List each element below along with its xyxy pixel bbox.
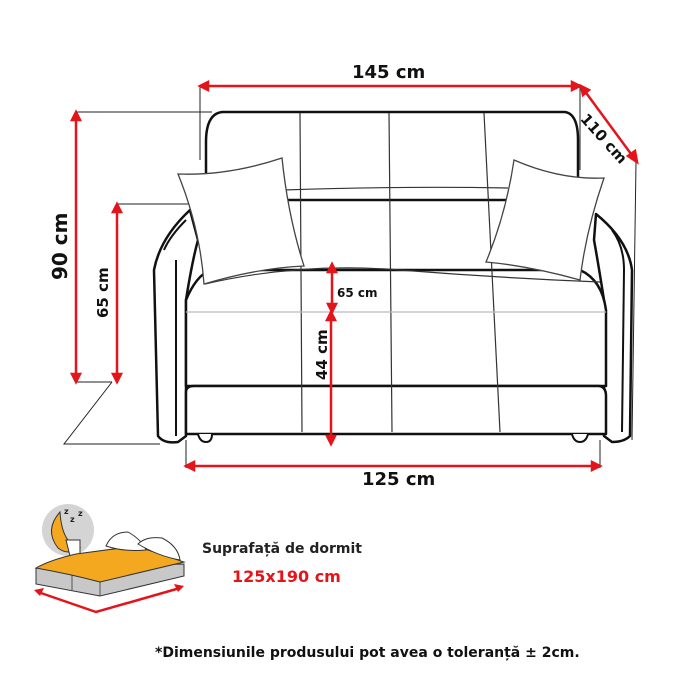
dimension-total-height: 90 cm (48, 212, 72, 281)
dimension-arrows (69, 79, 639, 473)
sofa-feet (197, 433, 589, 444)
tolerance-footnote: *Dimensiunile produsului pot avea o tole… (155, 645, 580, 661)
pillows (177, 157, 605, 285)
reference-lines (62, 86, 637, 468)
dimension-armrest-height: 65 cm (94, 267, 112, 318)
svg-text:z: z (78, 509, 83, 518)
sleeping-area-title: Suprafață de dormit (202, 541, 362, 557)
dimension-seat-width: 125 cm (362, 469, 436, 490)
dimension-seat-height: 44 cm (313, 329, 331, 380)
sofa-inner-lines (163, 112, 626, 436)
dimension-total-width: 145 cm (352, 62, 426, 83)
dimension-seat-depth: 65 cm (337, 286, 378, 300)
bed-with-moon-icon: z z z (34, 504, 186, 614)
svg-text:z: z (70, 515, 75, 524)
svg-text:z: z (64, 507, 69, 516)
sleeping-area-size: 125x190 cm (232, 567, 341, 586)
